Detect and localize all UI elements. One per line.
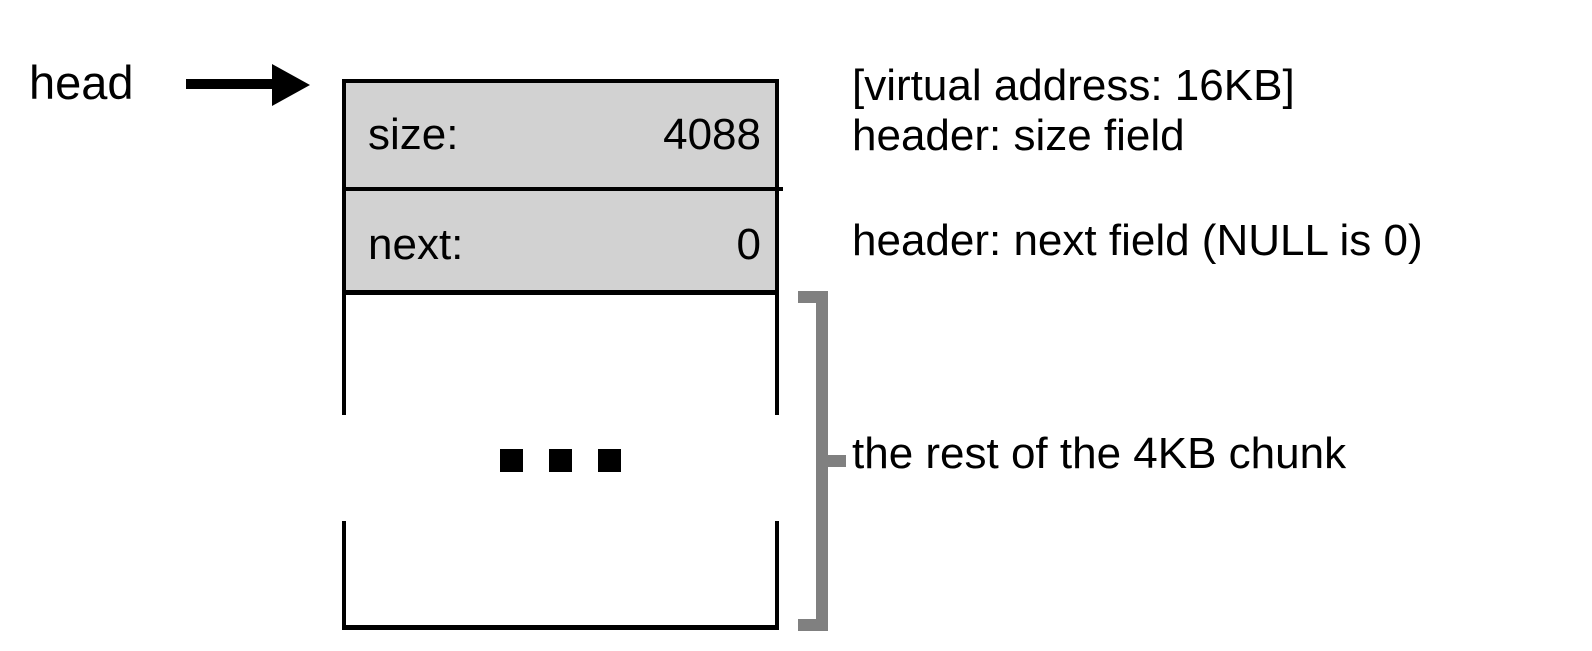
body-bottom-edge <box>342 625 779 630</box>
body-wall-left-upper <box>342 295 346 415</box>
ellipsis-dot <box>549 448 572 472</box>
head-pointer-label: head <box>29 56 134 109</box>
chunk-box: size: 4088 next: 0 <box>342 79 783 630</box>
body-wall-right-lower <box>775 521 779 630</box>
next-field-note-line-1: header: next field (NULL is 0) <box>852 216 1423 265</box>
chunk-body-bracket-icon <box>798 291 848 631</box>
next-field-note: header: next field (NULL is 0) <box>852 216 1423 266</box>
next-field-value: 0 <box>736 220 761 269</box>
size-field-note-line-2: header: size field <box>852 111 1185 160</box>
header-field-size: size: 4088 <box>346 83 783 191</box>
ellipsis-icon <box>342 446 779 474</box>
ellipsis-dot <box>500 448 523 472</box>
body-wall-left-lower <box>342 521 346 630</box>
chunk-body-note: the rest of the 4KB chunk <box>852 429 1346 479</box>
size-field-note: [virtual address: 16KB] header: size fie… <box>852 61 1295 161</box>
header-field-next: next: 0 <box>346 191 783 299</box>
chunk-body-note-line-1: the rest of the 4KB chunk <box>852 429 1347 478</box>
size-field-key: size: <box>368 110 459 159</box>
right-arrow-icon <box>186 62 316 108</box>
size-field-value: 4088 <box>663 110 761 159</box>
chunk-body-region <box>342 295 779 630</box>
next-field-key: next: <box>368 220 464 269</box>
size-field-note-line-1: [virtual address: 16KB] <box>852 61 1295 110</box>
chunk-header-region: size: 4088 next: 0 <box>342 79 783 295</box>
ellipsis-dot <box>598 448 621 472</box>
body-wall-right-upper <box>775 295 779 415</box>
